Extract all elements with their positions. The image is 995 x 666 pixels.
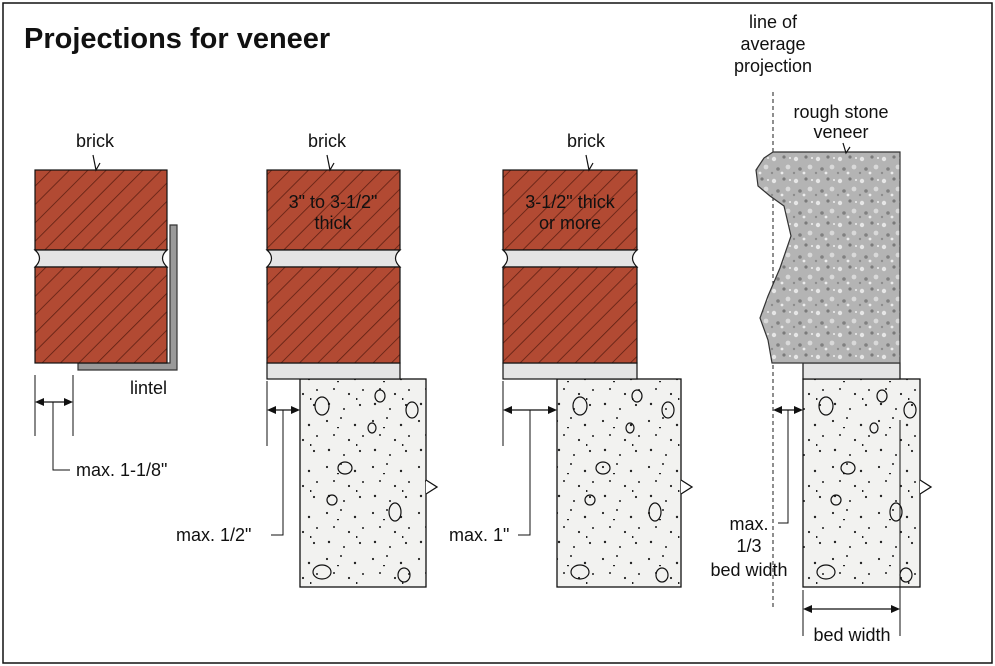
max-leader bbox=[52, 402, 70, 471]
brick-label: brick bbox=[76, 131, 115, 151]
avg-projection-label-1: line of bbox=[749, 12, 798, 32]
break-line bbox=[425, 479, 439, 495]
brick-label: brick bbox=[567, 131, 606, 151]
stone-label-2: veneer bbox=[813, 122, 868, 142]
break-line bbox=[680, 479, 694, 495]
max-projection-label: max. 1/2" bbox=[176, 525, 251, 545]
lintel-label: lintel bbox=[130, 378, 167, 398]
concrete-wall bbox=[556, 378, 682, 588]
max-projection-label: max. 1" bbox=[449, 525, 509, 545]
panel-4: line of average projection rough stone v… bbox=[710, 12, 933, 645]
stone-label-1: rough stone bbox=[793, 102, 888, 122]
lower-brick bbox=[34, 266, 168, 364]
bed-joint bbox=[802, 362, 901, 380]
mortar-joint bbox=[501, 249, 639, 268]
upper-brick bbox=[502, 169, 638, 251]
bed-joint bbox=[266, 362, 401, 380]
brick-leader bbox=[92, 154, 101, 172]
avg-projection-label-2: average bbox=[740, 34, 805, 54]
mortar-joint bbox=[33, 249, 169, 268]
lower-brick bbox=[502, 266, 638, 364]
brick-leader bbox=[585, 154, 594, 172]
brick-leader bbox=[326, 154, 335, 172]
max-label-2: 1/3 bbox=[736, 536, 761, 556]
max-projection-label: max. 1-1/8" bbox=[76, 460, 167, 480]
avg-projection-label-3: projection bbox=[734, 56, 812, 76]
aggregate-stones bbox=[312, 389, 419, 583]
stone-leader bbox=[842, 142, 851, 155]
brick-thickness-line-1: 3" to 3-1/2" bbox=[289, 192, 378, 212]
aggregate-stones bbox=[816, 389, 917, 583]
break-line bbox=[919, 479, 933, 495]
concrete-wall bbox=[299, 378, 427, 588]
brick-thickness-line-1: 3-1/2" thick bbox=[525, 192, 615, 212]
lower-brick bbox=[266, 266, 401, 364]
panel-2: 3" to 3-1/2" thick brick max. 1/2" bbox=[176, 131, 439, 588]
max-leader bbox=[518, 410, 531, 536]
mortar-joint bbox=[265, 249, 402, 268]
bed-width-label: bed width bbox=[813, 625, 890, 645]
panel-1: brick lintel max. 1-1/8" bbox=[33, 131, 178, 480]
max-leader bbox=[271, 410, 284, 536]
max-leader bbox=[778, 410, 789, 524]
steel-lintel-angle bbox=[77, 224, 178, 371]
brick-thickness-line-2: or more bbox=[539, 213, 601, 233]
brick-thickness-line-2: thick bbox=[314, 213, 352, 233]
diagram-title: Projections for veneer bbox=[24, 23, 330, 55]
max-label-1: max. bbox=[729, 514, 768, 534]
max-label-3: bed width bbox=[710, 560, 787, 580]
panel-3: 3-1/2" thick or more brick max. 1" bbox=[449, 131, 694, 588]
aggregate-stones bbox=[570, 389, 675, 583]
bed-joint bbox=[502, 362, 638, 380]
dimension-arrows bbox=[267, 406, 300, 414]
upper-brick bbox=[266, 169, 401, 251]
upper-brick bbox=[34, 169, 168, 251]
concrete-wall bbox=[802, 378, 921, 588]
dimension-arrows bbox=[35, 398, 73, 406]
rough-stone-veneer bbox=[755, 151, 901, 364]
brick-label: brick bbox=[308, 131, 347, 151]
dimension-arrows bbox=[773, 406, 803, 414]
